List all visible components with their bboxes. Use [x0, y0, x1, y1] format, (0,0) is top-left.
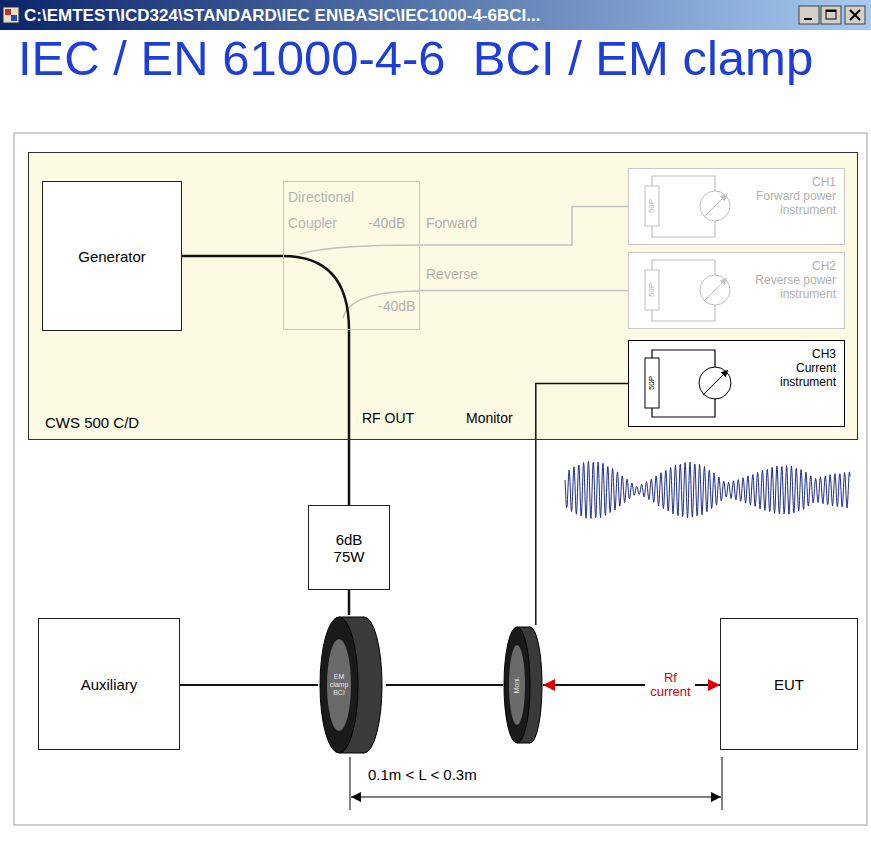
- power-meter-symbol: [628, 252, 845, 329]
- dimension-label: 0.1m < L < 0.3m: [368, 766, 477, 783]
- coupling-value: -40dB: [368, 215, 405, 231]
- node-label: Forward power instrument: [740, 189, 836, 217]
- wire: [536, 384, 628, 626]
- outer-frame: [14, 133, 867, 825]
- node-label: CH3: [740, 347, 836, 361]
- wire: [348, 590, 351, 615]
- clamp-front: [320, 617, 358, 753]
- instrument-ground: [628, 252, 845, 329]
- generator-box: Generator: [42, 181, 182, 331]
- window-buttons: [799, 6, 865, 24]
- clamp-edge: [339, 753, 364, 754]
- clamp-aperture: [509, 645, 525, 725]
- current-label: Rf current: [645, 670, 695, 700]
- resistor-symbol: [645, 358, 659, 408]
- node-label: Moni.: [513, 676, 521, 693]
- coupler-branch: [343, 291, 420, 318]
- icon-frame: [3, 7, 19, 23]
- wire: [420, 290, 628, 292]
- port-name: Monitor: [466, 410, 513, 426]
- close-glyph: [850, 10, 860, 20]
- em-clamp: EM clamp BCI: [318, 615, 386, 755]
- wire: [348, 330, 351, 505]
- clamp-aperture: [327, 639, 351, 731]
- eut-box: EUT: [720, 618, 858, 750]
- attenuator-box: 6dB 75W: [308, 505, 390, 590]
- instrument-box: CH3Current instrument: [628, 340, 845, 427]
- generator-ground: [42, 181, 182, 331]
- meter-needle: [704, 278, 727, 301]
- maximize-glyph: [826, 10, 836, 12]
- clamp-shape: [318, 615, 386, 755]
- minimize-glyph: [804, 18, 812, 20]
- resistor-value: 50P: [647, 199, 656, 213]
- port-name: Reverse: [426, 266, 478, 282]
- meter-needle: [703, 370, 728, 395]
- node-label: Directional Coupler: [288, 184, 370, 236]
- meter-symbol: [699, 367, 731, 399]
- resistor-value: 50P: [647, 376, 656, 390]
- minimize-button: [799, 6, 819, 24]
- node-label: Auxiliary: [81, 676, 138, 693]
- coupler-branch: [300, 245, 420, 254]
- wire: [180, 684, 318, 686]
- clamp-shape: [503, 625, 543, 745]
- icon-mark: [5, 9, 11, 15]
- resistor-symbol: [645, 270, 659, 310]
- node-label: Generator: [78, 248, 146, 265]
- meter-symbol: [700, 275, 730, 305]
- node-label: 6dB 75W: [327, 531, 371, 565]
- clamp-front: [504, 627, 530, 743]
- node-label: CWS 500 C/D: [45, 414, 139, 431]
- wire: [182, 255, 283, 258]
- resistor-value: 50P: [647, 283, 656, 297]
- wire: [386, 684, 503, 686]
- meter-symbol: [700, 191, 730, 221]
- close-button: [845, 6, 865, 24]
- node-label: CH1: [740, 175, 836, 189]
- panel-ground: [28, 152, 858, 440]
- instrument-box: CH2Reverse power instrument: [628, 252, 845, 329]
- coupler-main-line: [283, 256, 349, 330]
- window-title: C:\EMTEST\ICD324\STANDARD\IEC EN\BASIC\I…: [24, 6, 540, 26]
- dimension-tick: [722, 757, 723, 810]
- modulated-wave: [565, 461, 850, 518]
- power-meter-symbol: [628, 168, 845, 245]
- dimension-line: [351, 796, 721, 797]
- node-label: EM clamp BCI: [327, 673, 351, 697]
- current-meter-symbol: [628, 340, 845, 427]
- coupling-value: -40dB: [378, 298, 415, 314]
- auxiliary-box: Auxiliary: [38, 618, 180, 750]
- instrument-panel: CWS 500 C/DGeneratorDirectional CouplerC…: [28, 152, 858, 440]
- clamp-edge: [339, 617, 364, 618]
- title-bar: [0, 0, 871, 30]
- instrument-ground: [628, 340, 845, 427]
- page-title: IEC / EN 61000-4-6 BCI / EM clamp: [18, 30, 813, 86]
- window-icon: [3, 7, 19, 23]
- port-name: RF OUT: [362, 410, 414, 426]
- meter-needle: [704, 194, 727, 217]
- instrument-box: CH1Forward power instrument: [628, 168, 845, 245]
- maximize-glyph: [826, 10, 836, 19]
- wire: [420, 207, 628, 246]
- node-label: EUT: [774, 676, 804, 693]
- port-name: Forward: [426, 215, 477, 231]
- maximize-button: [821, 6, 841, 24]
- node-label: CH2: [740, 259, 836, 273]
- icon-mark: [11, 15, 17, 21]
- node-label: Reverse power instrument: [740, 273, 836, 301]
- monitor-clamp: Moni.: [503, 625, 543, 745]
- resistor-symbol: [645, 186, 659, 226]
- dimension-tick: [350, 757, 351, 810]
- instrument-ground: [628, 168, 845, 245]
- node-label: Current instrument: [740, 361, 836, 389]
